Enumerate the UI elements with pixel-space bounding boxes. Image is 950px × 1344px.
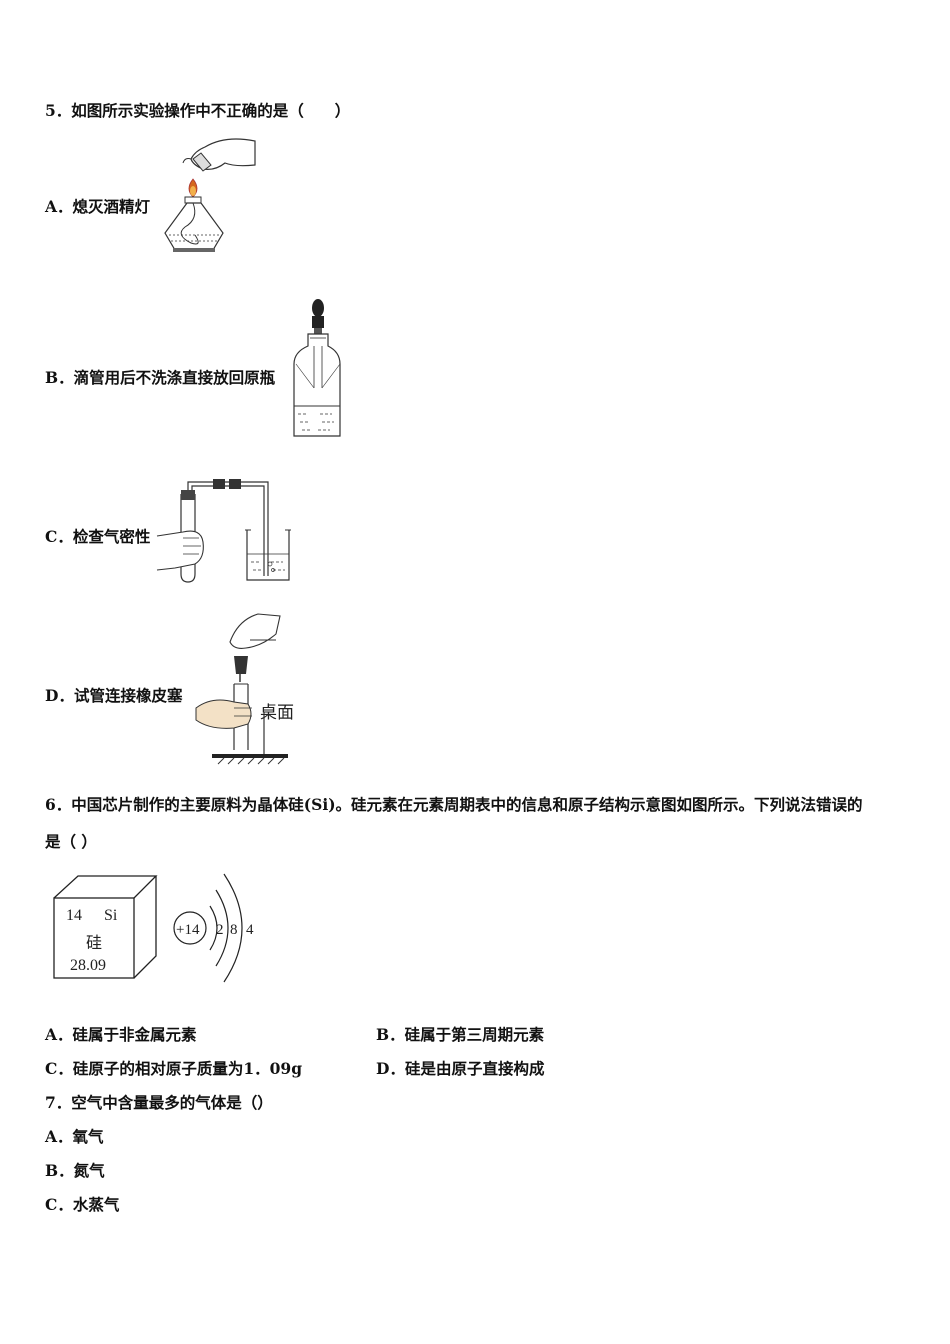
q6-option-a: A．硅属于非金属元素 <box>45 1025 197 1044</box>
q6-stem-line1: 6．中国芯片制作的主要原料为晶体硅(Si)。硅元素在元素周期表中的信息和原子结构… <box>45 795 863 814</box>
periodic-table-cell-silicon: 14 Si 硅 28.09 <box>53 875 158 979</box>
nucleus-charge: +14 <box>176 922 200 938</box>
shell-3-electrons: 4 <box>246 922 254 938</box>
atomic-mass: 28.09 <box>70 957 106 974</box>
q7-option-a: A．氧气 <box>45 1127 104 1146</box>
q6-option-b: B．硅属于第三周期元素 <box>376 1025 545 1044</box>
q5-option-a: A．熄灭酒精灯 <box>45 197 151 216</box>
q5-stem: 5．如图所示实验操作中不正确的是（ ） <box>45 101 351 120</box>
shell-1-electrons: 2 <box>216 922 224 938</box>
q7-option-c: C．水蒸气 <box>45 1195 120 1214</box>
alcohol-lamp-figure <box>164 138 256 252</box>
element-name: 硅 <box>86 934 102 952</box>
q6-stem-line2: 是（ ） <box>45 832 97 851</box>
atomic-number: 14 <box>66 907 82 924</box>
q7-stem: 7．空气中含量最多的气体是（） <box>45 1093 273 1112</box>
shell-2-electrons: 8 <box>230 922 238 938</box>
desk-label: 桌面 <box>260 703 294 722</box>
element-symbol: Si <box>104 907 118 924</box>
q5-option-c: C．检查气密性 <box>45 527 151 546</box>
q5-option-b: B．滴管用后不洗涤直接放回原瓶 <box>45 368 276 387</box>
q6-option-d: D．硅是由原子直接构成 <box>376 1059 545 1078</box>
q7-option-b: B．氮气 <box>45 1161 105 1180</box>
atom-structure-diagram: +14 2 8 4 <box>173 873 254 983</box>
dropper-bottle-figure <box>293 299 341 437</box>
airtightness-check-figure <box>156 479 291 583</box>
stopper-test-tube-figure: 桌面 <box>195 613 294 765</box>
q6-option-c: C．硅原子的相对原子质量为1．09g <box>45 1059 303 1078</box>
q5-option-d: D．试管连接橡皮塞 <box>45 686 183 705</box>
